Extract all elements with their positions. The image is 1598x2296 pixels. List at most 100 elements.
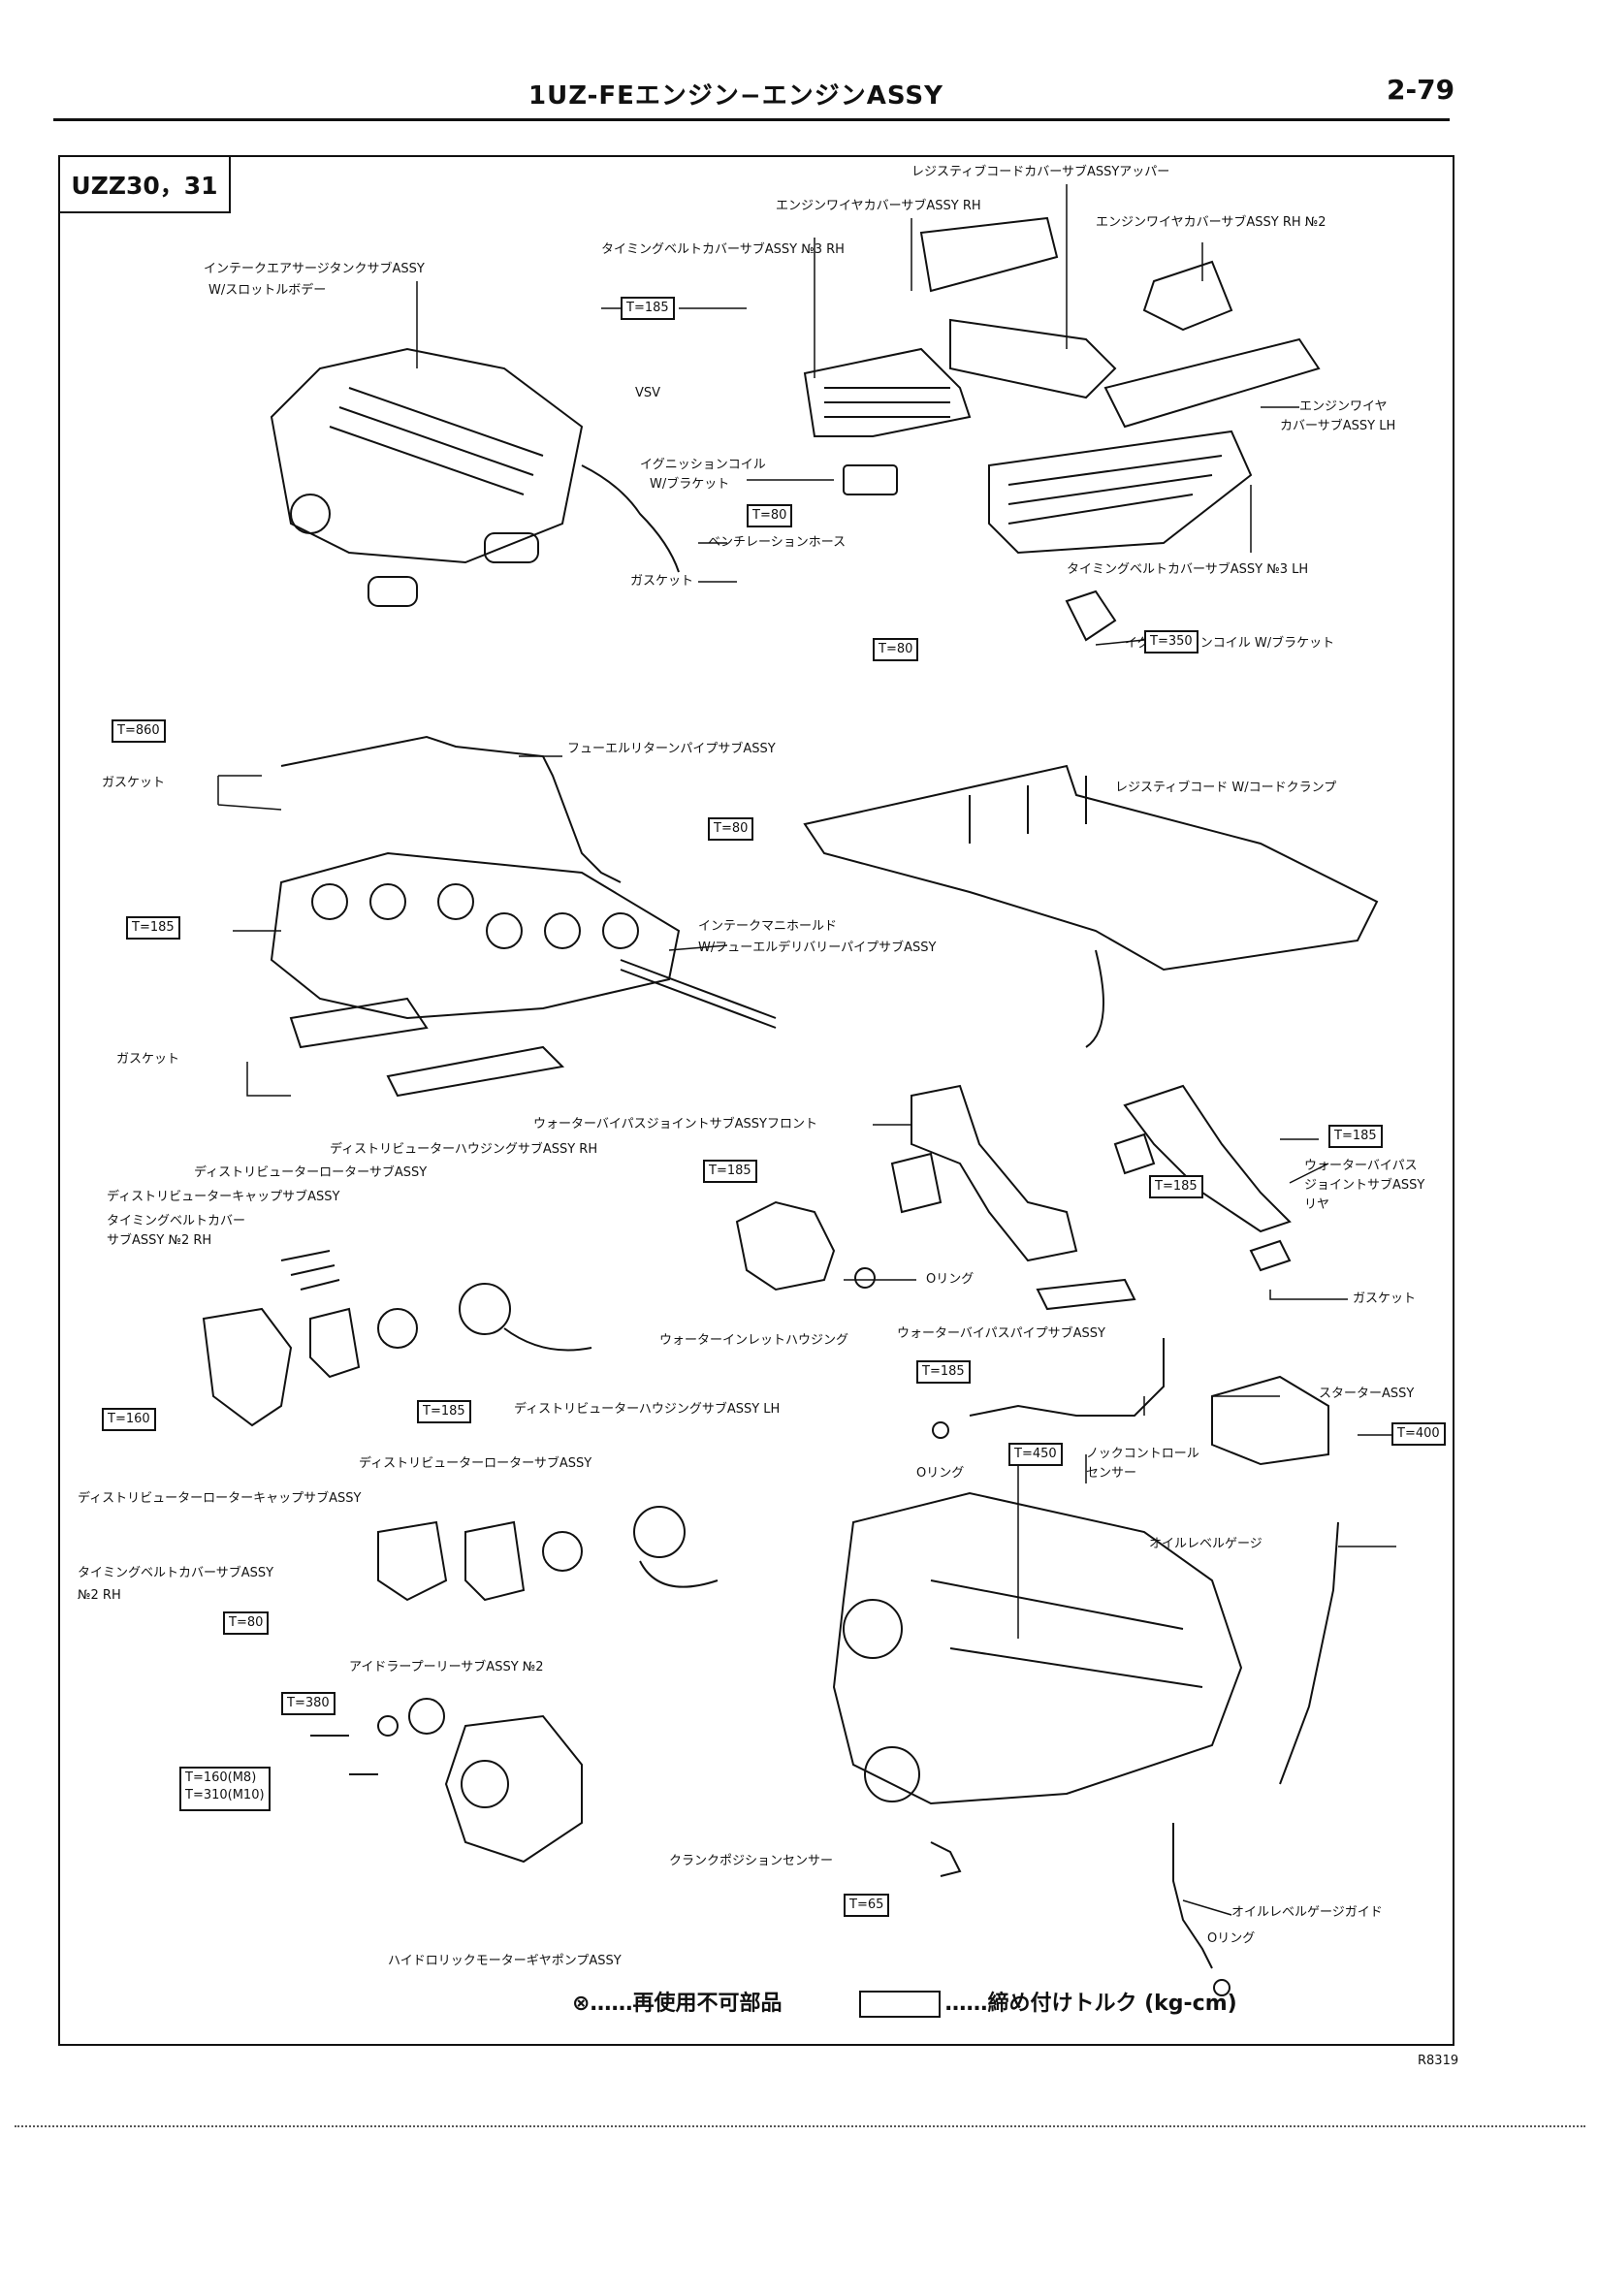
torque-box: T=80 — [223, 1611, 270, 1635]
page-header: 1UZ-FEエンジン−エンジンASSY 2-79 — [0, 68, 1598, 126]
label-idler-pulley: アイドラープーリーサブASSY №2 — [349, 1660, 544, 1674]
label-o-ring-3: Oリング — [1207, 1931, 1256, 1946]
torque-box: T=185 — [126, 916, 180, 940]
water-bypass-rear-part — [1123, 1084, 1292, 1233]
label-surge-tank-sub: W/スロットルボデー — [208, 283, 327, 298]
label-gasket-manifold: ガスケット — [116, 1052, 180, 1067]
torque-box: T=185 — [916, 1360, 971, 1384]
water-bypass-pipe-part — [969, 1338, 1165, 1417]
torque-box: T=80 — [708, 817, 754, 841]
oil-level-gauge-part — [1279, 1521, 1339, 1785]
legend-torque: ……締め付けトルク (kg-cm) — [944, 1992, 1237, 2016]
label-water-bypass-rear: ウォーターバイパス — [1304, 1159, 1418, 1173]
label-intake-manifold-sub: W/フューエルデリバリーパイプサブASSY — [698, 941, 937, 955]
belt-cover-no3-rh-part — [803, 347, 972, 437]
label-ign-coil-bracket-sub: W/ブラケット — [650, 477, 730, 492]
label-vsv: VSV — [635, 386, 661, 400]
page-title: 1UZ-FEエンジン−エンジンASSY — [528, 81, 943, 111]
label-water-bypass-pipe: ウォーターバイパスパイプサブASSY — [897, 1326, 1105, 1341]
torque-box: T=185 — [417, 1400, 471, 1423]
header-rule — [53, 118, 1450, 121]
water-bypass-front-part — [911, 1084, 1078, 1262]
legend-non-reusable: ……再使用不可部品 — [590, 1992, 783, 2016]
torque-box: T=450 — [1008, 1443, 1063, 1466]
torque-box: T=65 — [844, 1894, 890, 1917]
label-oil-gauge-guide: オイルレベルゲージガイド — [1231, 1905, 1383, 1920]
torque-box: T=380 — [281, 1692, 336, 1715]
starter-part — [1211, 1375, 1329, 1466]
surge-tank-part — [270, 347, 584, 564]
label-dist-rotor-cap: ディストリビューターローターキャップサブASSY — [78, 1491, 362, 1506]
engine-block-part — [832, 1491, 1243, 1805]
legend-torque-box — [859, 1991, 942, 2018]
torque-box: T=185 — [1149, 1175, 1203, 1198]
legend: ⊗……再使用不可部品 ……締め付けトルク (kg-cm) — [572, 1986, 1237, 2018]
label-belt-cover-no3-lh: タイミングベルトカバーサブASSY №3 LH — [1067, 562, 1309, 577]
label-crank-sensor: クランクポジションセンサー — [669, 1854, 834, 1868]
torque-box: T=350 — [1144, 630, 1198, 654]
resistive-cord-part — [803, 764, 1379, 972]
label-hydraulic-pump: ハイドロリックモーターギヤポンプASSY — [388, 1954, 622, 1968]
label-wire-cover-rh-no2: エンジンワイヤカバーサブASSY RH №2 — [1096, 215, 1326, 230]
gasket-shape — [368, 576, 418, 607]
label-gasket-water: ガスケット — [1353, 1292, 1417, 1306]
label-resistive-cord: レジスティブコード W/コードクランプ — [1115, 781, 1337, 795]
label-gasket-top: ガスケット — [630, 574, 694, 589]
label-wire-cover-rh: エンジンワイヤカバーサブASSY RH — [776, 199, 981, 213]
torque-box-dual: T=160(M8) T=310(M10) — [179, 1767, 271, 1811]
diagram-frame — [58, 155, 1454, 2046]
label-belt-cover-no2: タイミングベルトカバー — [107, 1214, 246, 1228]
label-wire-cover-lh: エンジンワイヤ — [1299, 399, 1388, 414]
belt-cover-no3-lh-part — [988, 430, 1253, 555]
label-wire-cover-lh-sub: カバーサブASSY LH — [1280, 419, 1396, 433]
label-water-bypass-rear-sub: ジョイントサブASSY — [1304, 1178, 1425, 1193]
label-knock-sensor-sub: センサー — [1086, 1466, 1137, 1481]
torque-box: T=400 — [1391, 1422, 1446, 1446]
label-water-bypass-front: ウォーターバイパスジョイントサブASSYフロント — [533, 1117, 817, 1132]
hydraulic-pump-part — [444, 1714, 583, 1864]
label-dist-rotor: ディストリビューターローターサブASSY — [194, 1165, 428, 1180]
label-o-ring-1: Oリング — [926, 1272, 975, 1287]
torque-box: T=860 — [112, 719, 166, 743]
label-o-ring-2: Oリング — [916, 1466, 965, 1481]
intake-manifold-part — [270, 851, 681, 1020]
water-inlet-part — [735, 1200, 836, 1292]
label-oil-level-gauge: オイルレベルゲージ — [1149, 1537, 1262, 1551]
label-dist-cap: ディストリビューターキャップサブASSY — [107, 1190, 340, 1204]
label-resistive-cover-upper: レジスティブコードカバーサブASSYアッパー — [911, 165, 1170, 179]
belt-cover-no2-lh-part — [377, 1520, 448, 1602]
label-belt-cover-no2-rh: タイミングベルトカバーサブASSY — [78, 1566, 274, 1580]
torque-box: T=185 — [1328, 1125, 1383, 1148]
dotted-divider — [15, 2125, 1585, 2127]
model-label: UZZ30，31 — [58, 155, 231, 213]
label-dist-rotor-2: ディストリビューターローターサブASSY — [359, 1456, 592, 1471]
torque-box: T=160 — [102, 1408, 156, 1431]
label-surge-tank: インテークエアサージタンクサブASSY — [204, 262, 425, 276]
label-starter: スターターASSY — [1319, 1387, 1415, 1401]
torque-box: T=80 — [747, 504, 793, 527]
wire-cover-rh-part — [919, 216, 1059, 293]
label-water-bypass-rear-sub2: リヤ — [1304, 1197, 1330, 1212]
page-number: 2-79 — [1387, 74, 1455, 106]
torque-box: T=185 — [621, 297, 675, 320]
torque-box: T=80 — [873, 638, 919, 661]
label-belt-cover-no3-rh: タイミングベルトカバーサブASSY №3 RH — [601, 242, 845, 257]
non-reusable-icon: ⊗ — [572, 1992, 591, 2016]
label-dist-housing-rh: ディストリビューターハウジングサブASSY RH — [330, 1142, 598, 1157]
belt-cover-no2-rh-part — [202, 1307, 293, 1427]
fuel-return-pipe-part — [280, 735, 622, 883]
label-water-inlet: ウォーターインレットハウジング — [659, 1333, 849, 1348]
label-knock-sensor: ノックコントロール — [1086, 1447, 1199, 1461]
label-ign-coil-bracket: イグニッションコイル — [640, 458, 766, 472]
wire-cover-part — [949, 318, 1117, 399]
torque-box: T=185 — [703, 1160, 757, 1183]
wire-cover-lh-part — [1103, 337, 1321, 429]
label-fuel-return-pipe: フューエルリターンパイプサブASSY — [567, 742, 776, 756]
label-belt-cover-no2-rh-sub: №2 RH — [78, 1588, 121, 1603]
label-dist-housing-lh: ディストリビューターハウジングサブASSY LH — [514, 1402, 781, 1417]
drawing-code: R8319 — [1418, 2054, 1459, 2068]
label-gasket-fuel: ガスケット — [102, 776, 166, 790]
wire-cover-rh-no2-part — [1142, 260, 1233, 332]
oil-level-gauge-guide-part — [1172, 1823, 1213, 1969]
